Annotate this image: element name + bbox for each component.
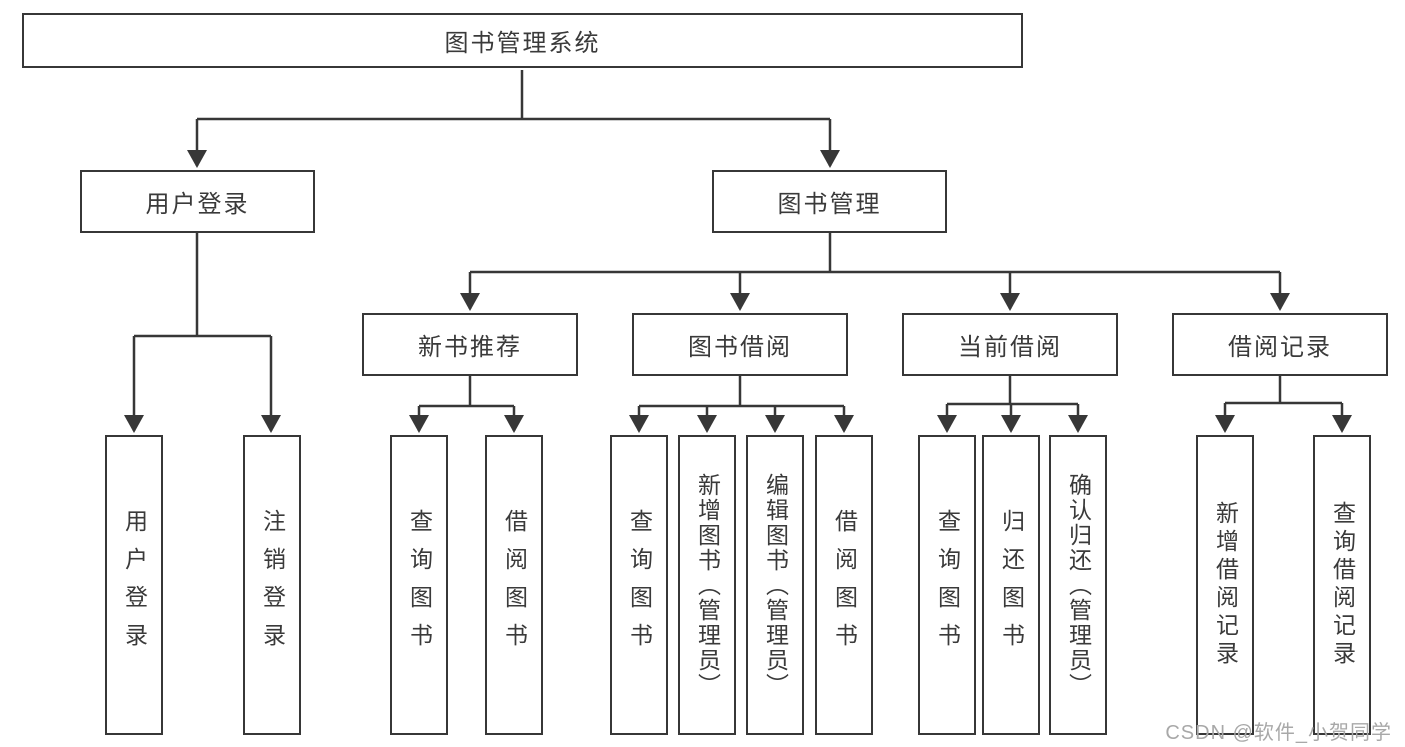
leaf-return-books: 归还图书 — [982, 435, 1040, 735]
leaf-add-borrow-record: 新增借阅记录 — [1196, 435, 1254, 735]
connector-new-book-children — [409, 376, 524, 433]
node-new-book-recommend: 新书推荐 — [362, 313, 578, 376]
node-book-borrowing: 图书借阅 — [632, 313, 848, 376]
leaf-edit-book-admin: 编辑图书（管理员） — [746, 435, 804, 735]
connector-user-login-children — [124, 233, 281, 433]
leaf-borrow-books-recommend: 借阅图书 — [485, 435, 543, 735]
leaf-borrow-books-borrowing: 借阅图书 — [815, 435, 873, 735]
connector-root-to-level2 — [187, 70, 840, 168]
leaf-confirm-return-admin: 确认归还（管理员） — [1049, 435, 1107, 735]
node-borrow-records: 借阅记录 — [1172, 313, 1388, 376]
connector-borrow-records-children — [1215, 376, 1352, 433]
leaf-query-borrow-record: 查询借阅记录 — [1313, 435, 1371, 735]
leaf-query-books-current: 查询图书 — [918, 435, 976, 735]
node-library-system: 图书管理系统 — [22, 13, 1023, 68]
connector-book-borrowing-children — [629, 376, 854, 433]
node-current-borrowing: 当前借阅 — [902, 313, 1118, 376]
node-user-login: 用户登录 — [80, 170, 315, 233]
node-book-management: 图书管理 — [712, 170, 947, 233]
watermark: CSDN @软件_小贺同学 — [1165, 722, 1392, 744]
connector-current-borrowing-children — [937, 376, 1088, 433]
leaf-query-books-recommend: 查询图书 — [390, 435, 448, 735]
leaf-user-login: 用户登录 — [105, 435, 163, 735]
leaf-logout: 注销登录 — [243, 435, 301, 735]
leaf-query-books-borrowing: 查询图书 — [610, 435, 668, 735]
connector-book-management-children — [460, 233, 1290, 311]
leaf-add-book-admin: 新增图书（管理员） — [678, 435, 736, 735]
